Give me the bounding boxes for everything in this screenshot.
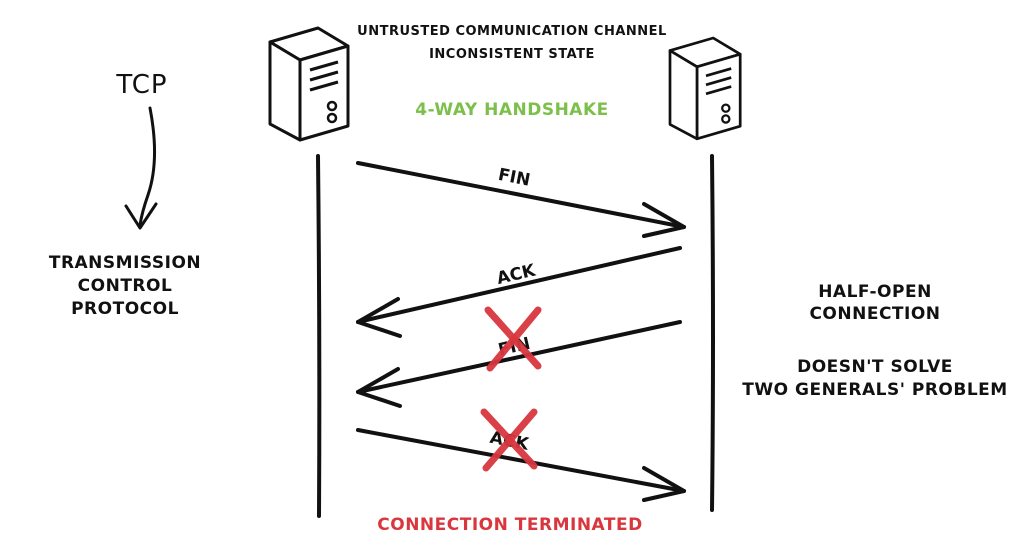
tcp-acronym: TCP (116, 70, 168, 100)
right-server-icon (668, 36, 742, 141)
tcp-expansion-line-1: TRANSMISSION (48, 253, 202, 273)
left-lifeline (316, 154, 322, 518)
message-label-fin-1: FIN (496, 165, 531, 191)
generals-note-line-1: DOESN'T SOLVE (797, 357, 953, 377)
handshake-title: 4-WAY HANDSHAKE (415, 100, 609, 120)
half-open-note-line-1: HALF-OPEN (818, 282, 932, 302)
lost-ack-x-icon (480, 408, 538, 472)
connection-terminated-label: CONNECTION TERMINATED (377, 515, 643, 535)
lost-fin-x-icon (484, 306, 542, 372)
tcp-arrow (138, 106, 156, 227)
tcp-expansion-line-2: CONTROL (77, 276, 173, 296)
tcp-arrowhead (124, 202, 158, 230)
tcp-expansion-line-3: PROTOCOL (71, 299, 179, 319)
generals-note-line-2: TWO GENERALS' PROBLEM (742, 380, 1008, 400)
half-open-note-line-2: CONNECTION (809, 304, 941, 324)
left-server-icon (268, 26, 350, 142)
message-fin-2-lost: FIN (356, 306, 682, 408)
message-fin-1: FIN (356, 161, 686, 238)
state-subtitle: INCONSISTENT STATE (429, 47, 595, 62)
message-ack-1: ACK (356, 246, 682, 338)
channel-subtitle: UNTRUSTED COMMUNICATION CHANNEL (357, 24, 667, 39)
right-lifeline (710, 154, 715, 512)
message-ack-2-lost: ACK (356, 408, 686, 502)
message-label-ack-1: ACK (495, 261, 538, 289)
